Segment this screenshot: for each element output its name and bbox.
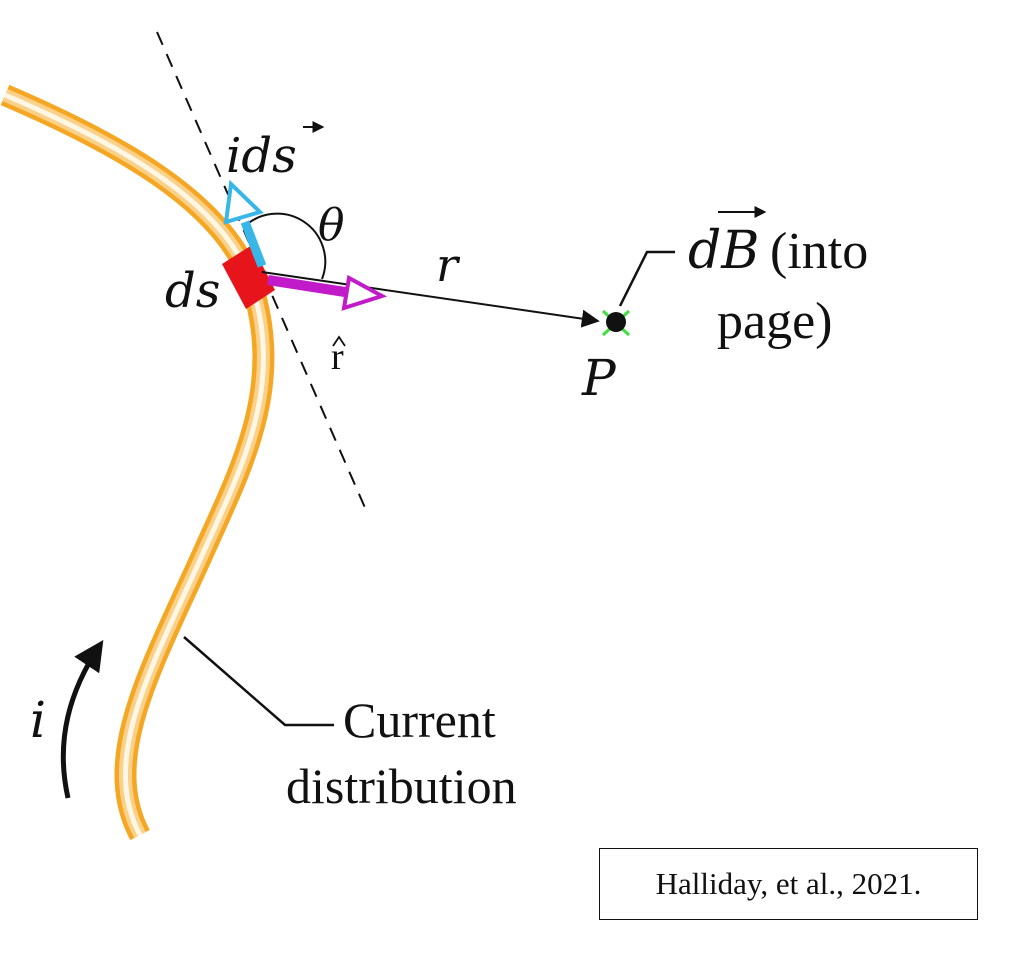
- r-hat-label: r: [331, 336, 344, 378]
- ids-vector: [223, 179, 267, 268]
- ds-label: ds: [165, 263, 220, 319]
- db-note-line2: page): [717, 293, 832, 350]
- ds-segment: [222, 245, 275, 309]
- current-arrow: [60, 640, 104, 799]
- db-label: dB: [688, 221, 760, 281]
- r-arrow: [261, 271, 600, 328]
- ids-label: ids: [226, 128, 297, 184]
- r-hat-vector: [267, 274, 388, 311]
- citation-box: Halliday, et al., 2021.: [599, 848, 978, 920]
- db-note-line1: (into: [770, 223, 868, 280]
- point-p: [601, 309, 631, 337]
- theta-arc: [242, 212, 327, 280]
- wire-core: [4, 92, 266, 837]
- r-label: r: [436, 238, 461, 292]
- tangent-dashed-line: [156, 31, 367, 511]
- distribution-leader-line: [183, 636, 334, 727]
- distribution-label-line1: Current: [343, 692, 496, 748]
- db-leader-line: [618, 250, 675, 307]
- p-label: P: [581, 349, 617, 407]
- wire: [0, 84, 275, 841]
- distribution-label-line2: distribution: [286, 758, 517, 814]
- r-hat-caret: [332, 335, 346, 347]
- current-label: i: [30, 691, 46, 749]
- citation-text: Halliday, et al., 2021.: [655, 866, 922, 901]
- theta-label: θ: [318, 200, 345, 251]
